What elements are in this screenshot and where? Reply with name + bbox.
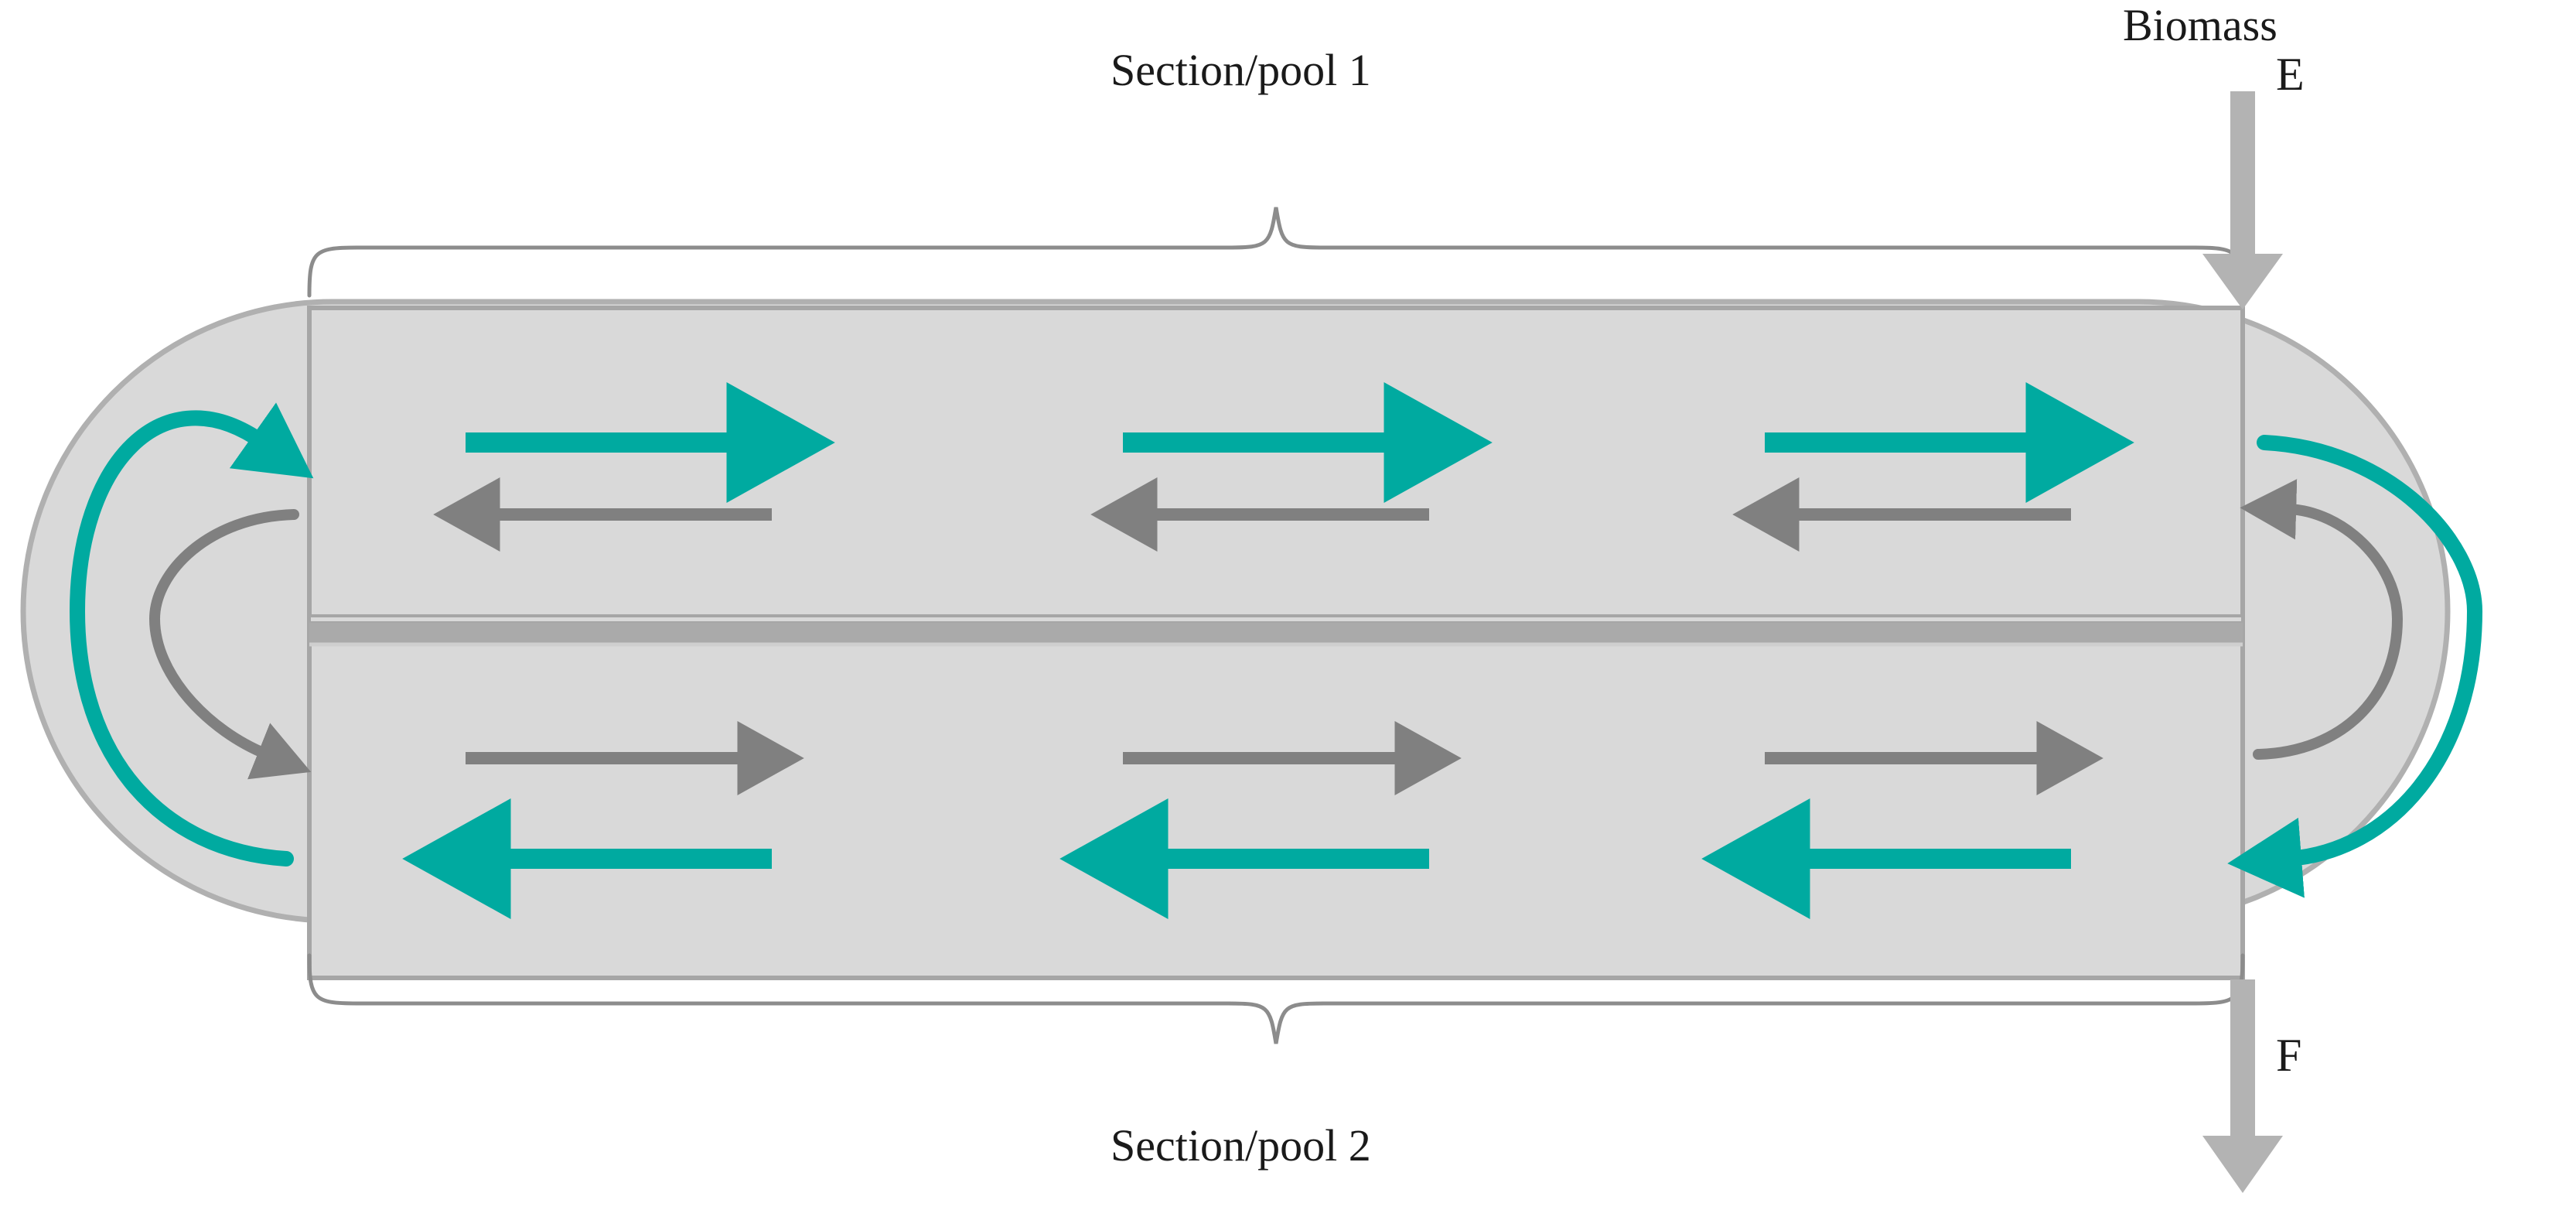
left-teal-uturn-path xyxy=(69,402,314,866)
biomass-inflow-arrow xyxy=(2202,91,2283,309)
left-gray-uturn xyxy=(148,509,312,780)
right-teal-uturn-path xyxy=(2227,435,2483,898)
biomass-inflow-arrow-shape xyxy=(2202,91,2283,309)
top-brace-path xyxy=(307,207,2245,298)
central-divider-wall xyxy=(308,614,2244,624)
outflow-symbol-label: F xyxy=(2276,1030,2302,1081)
bottom-brace-path xyxy=(307,953,2245,1044)
vessel-group xyxy=(20,299,2451,980)
left-teal-uturn xyxy=(69,402,314,866)
right-teal-uturn xyxy=(2227,435,2483,898)
section-pool-1-label: Section/pool 1 xyxy=(1111,45,1371,95)
central-divider-bar xyxy=(309,623,2243,643)
section-pool-2-label: Section/pool 2 xyxy=(1111,1120,1371,1171)
outflow-arrow-shape xyxy=(2202,979,2283,1193)
biomass-label: Biomass xyxy=(2123,0,2277,50)
top-brace xyxy=(307,207,2245,298)
left-gray-uturn-path xyxy=(148,509,312,780)
bottom-brace xyxy=(307,953,2245,1044)
outflow-arrow xyxy=(2202,979,2283,1193)
right-gray-uturn xyxy=(2240,479,2404,760)
inflow-symbol-label: E xyxy=(2276,49,2305,100)
right-gray-uturn-path xyxy=(2240,479,2404,760)
